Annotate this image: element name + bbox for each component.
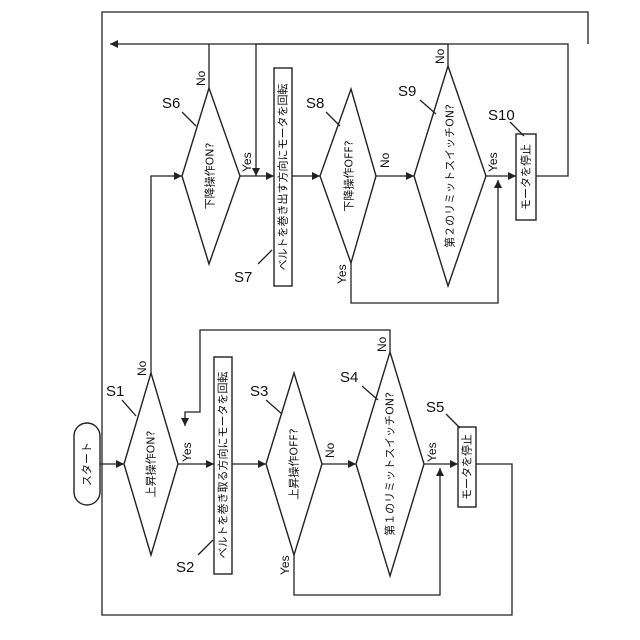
s3-yes-label: Yes xyxy=(278,555,292,575)
s6-step-label: S6 xyxy=(162,95,180,112)
s6-yes-label: Yes xyxy=(240,152,254,172)
s6-text: 下降操作ON? xyxy=(203,142,217,209)
s8-yes-label: Yes xyxy=(335,264,349,284)
s3-text: 上昇操作OFF? xyxy=(287,428,301,499)
s1-yes-label: Yes xyxy=(180,442,194,462)
s3-step-label: S3 xyxy=(250,383,268,400)
s4-step-label: S4 xyxy=(340,369,358,386)
s3-no-label: No xyxy=(323,442,337,458)
s4-no-label: No xyxy=(375,336,389,352)
decision-s3: 上昇操作OFF? xyxy=(266,373,322,555)
decision-s6: 下降操作ON? xyxy=(182,88,240,264)
s2-step-label: S2 xyxy=(176,559,194,576)
decision-s9: 第２のリミットスイッチON? xyxy=(414,66,486,286)
s7-text: ベルトを巻き出す方向にモータを回転 xyxy=(276,84,290,271)
decision-s1: 上昇操作ON? xyxy=(124,373,178,555)
s9-text: 第２のリミットスイッチON? xyxy=(443,104,457,248)
s6-no-label: No xyxy=(194,70,208,86)
s8-step-label: S8 xyxy=(306,95,324,112)
s2-text: ベルトを巻き取る方向にモータを回転 xyxy=(216,372,230,559)
start-terminal: スタート xyxy=(74,423,100,505)
process-s7: ベルトを巻き出す方向にモータを回転 xyxy=(274,68,292,286)
s1-step-label: S1 xyxy=(106,383,124,400)
s8-no-label: No xyxy=(378,152,392,168)
s9-yes-label: Yes xyxy=(486,152,500,172)
s4-yes-label: Yes xyxy=(425,442,439,462)
start-label: スタート xyxy=(81,442,94,486)
s10-text: モータを停止 xyxy=(519,144,533,210)
s1-text: 上昇操作ON? xyxy=(144,430,158,497)
s7-step-label: S7 xyxy=(234,269,252,286)
s10-step-label: S10 xyxy=(488,107,515,124)
process-s2: ベルトを巻き取る方向にモータを回転 xyxy=(214,357,232,574)
s5-step-label: S5 xyxy=(426,399,444,416)
s1-no-label: No xyxy=(135,360,149,376)
decision-s4: 第１のリミットスイッチON? xyxy=(356,352,424,576)
s8-text: 下降操作OFF? xyxy=(342,140,356,211)
s9-no-label: No xyxy=(433,48,447,64)
s9-step-label: S9 xyxy=(398,83,416,100)
s4-text: 第１のリミットスイッチON? xyxy=(383,392,397,536)
s5-text: モータを停止 xyxy=(460,434,474,500)
process-s5: モータを停止 xyxy=(458,427,476,507)
process-s10: モータを停止 xyxy=(516,134,536,220)
